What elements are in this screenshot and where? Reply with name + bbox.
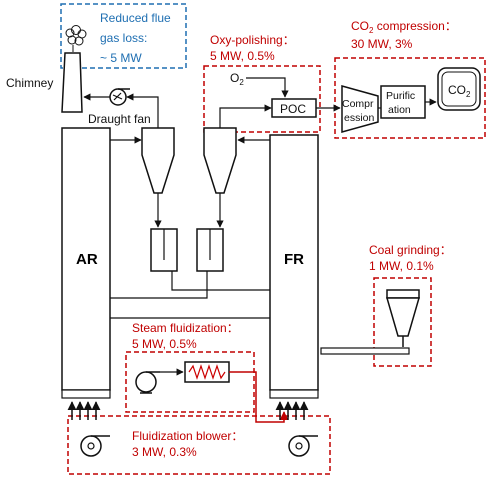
steam-fluidization-title: Steam fluidization：: [132, 321, 239, 335]
co2-storage-tank-icon: [437, 67, 481, 111]
compressor-label-1: Compr: [342, 98, 374, 110]
ar-inlet-arrows: [67, 401, 101, 420]
fr-inlet-arrows: [275, 401, 309, 420]
coal-grinding-value: 1 MW, 0.1%: [369, 259, 434, 273]
coal-grinding-dashed-box: [373, 277, 432, 367]
coal-hopper-icon: [386, 289, 420, 347]
fluidization-blower-value: 3 MW, 0.3%: [132, 445, 197, 459]
compressor-label-2: ession: [344, 112, 375, 124]
purification-label-2: ation: [388, 104, 411, 116]
purification-label-1: Purific: [386, 90, 415, 102]
flue-gas-line1: Reduced flue: [100, 11, 171, 25]
co2-product-label: CO2: [448, 83, 471, 99]
cyclone-to-fan-line: [126, 93, 159, 128]
flue-gas-dashed-box: [60, 3, 187, 69]
steam-fluidization-value: 5 MW, 0.5%: [132, 337, 197, 351]
oxy-polishing-title: Oxy-polishing：: [210, 33, 295, 47]
fr-cyclone: [203, 127, 237, 194]
co2-compression-dashed-box: [334, 57, 486, 139]
flue-gas-line2: gas loss:: [100, 31, 147, 45]
ar-blower-icon: [80, 435, 110, 457]
draught-fan-icon: [109, 88, 130, 106]
compressor-icon: [341, 85, 379, 133]
draught-fan-label: Draught fan: [88, 112, 151, 126]
fluidization-blower-title: Fluidization blower：: [132, 429, 243, 443]
steam-heater-icon: [184, 361, 230, 383]
poc-label: POC: [280, 102, 306, 116]
air-reactor-label: AR: [76, 251, 98, 268]
oxy-polishing-dashed-box: [203, 65, 321, 133]
chimney: [61, 25, 87, 113]
ar-cyclone: [141, 127, 175, 194]
steam-fluidization-dashed-box: [125, 351, 255, 413]
fuel-reactor-distributor: [269, 389, 319, 399]
ar-seal-to-fr-line: [171, 271, 270, 291]
air-reactor-distributor: [61, 389, 111, 399]
fr-cyclone-to-poc-line: [219, 104, 272, 128]
fuel-reactor-body: [269, 134, 319, 391]
co2-compression-title: CO2 compression：: [351, 19, 457, 35]
smoke-icon: [65, 25, 87, 52]
steam-to-fr-line: [229, 371, 289, 423]
o2-feed-line: [246, 77, 289, 98]
chimney-label: Chimney: [6, 76, 53, 90]
fuel-reactor-label: FR: [284, 251, 304, 268]
fr-blower-icon: [288, 435, 318, 457]
co2-compression-value: 30 MW, 3%: [351, 37, 413, 51]
o2-label: O2: [230, 71, 244, 87]
ar-loop-seal: [150, 228, 178, 272]
fr-seal-to-ar-line: [110, 271, 208, 299]
fr-loop-seal: [196, 228, 224, 272]
coal-grinding-title: Coal grinding：: [369, 243, 452, 257]
oxy-polishing-value: 5 MW, 0.5%: [210, 49, 275, 63]
flue-gas-value: ~ 5 MW: [100, 51, 142, 65]
steam-pump-icon: [135, 371, 160, 394]
coal-screw-feeder: [320, 347, 410, 355]
fluidization-blower-dashed-box: [67, 415, 331, 475]
